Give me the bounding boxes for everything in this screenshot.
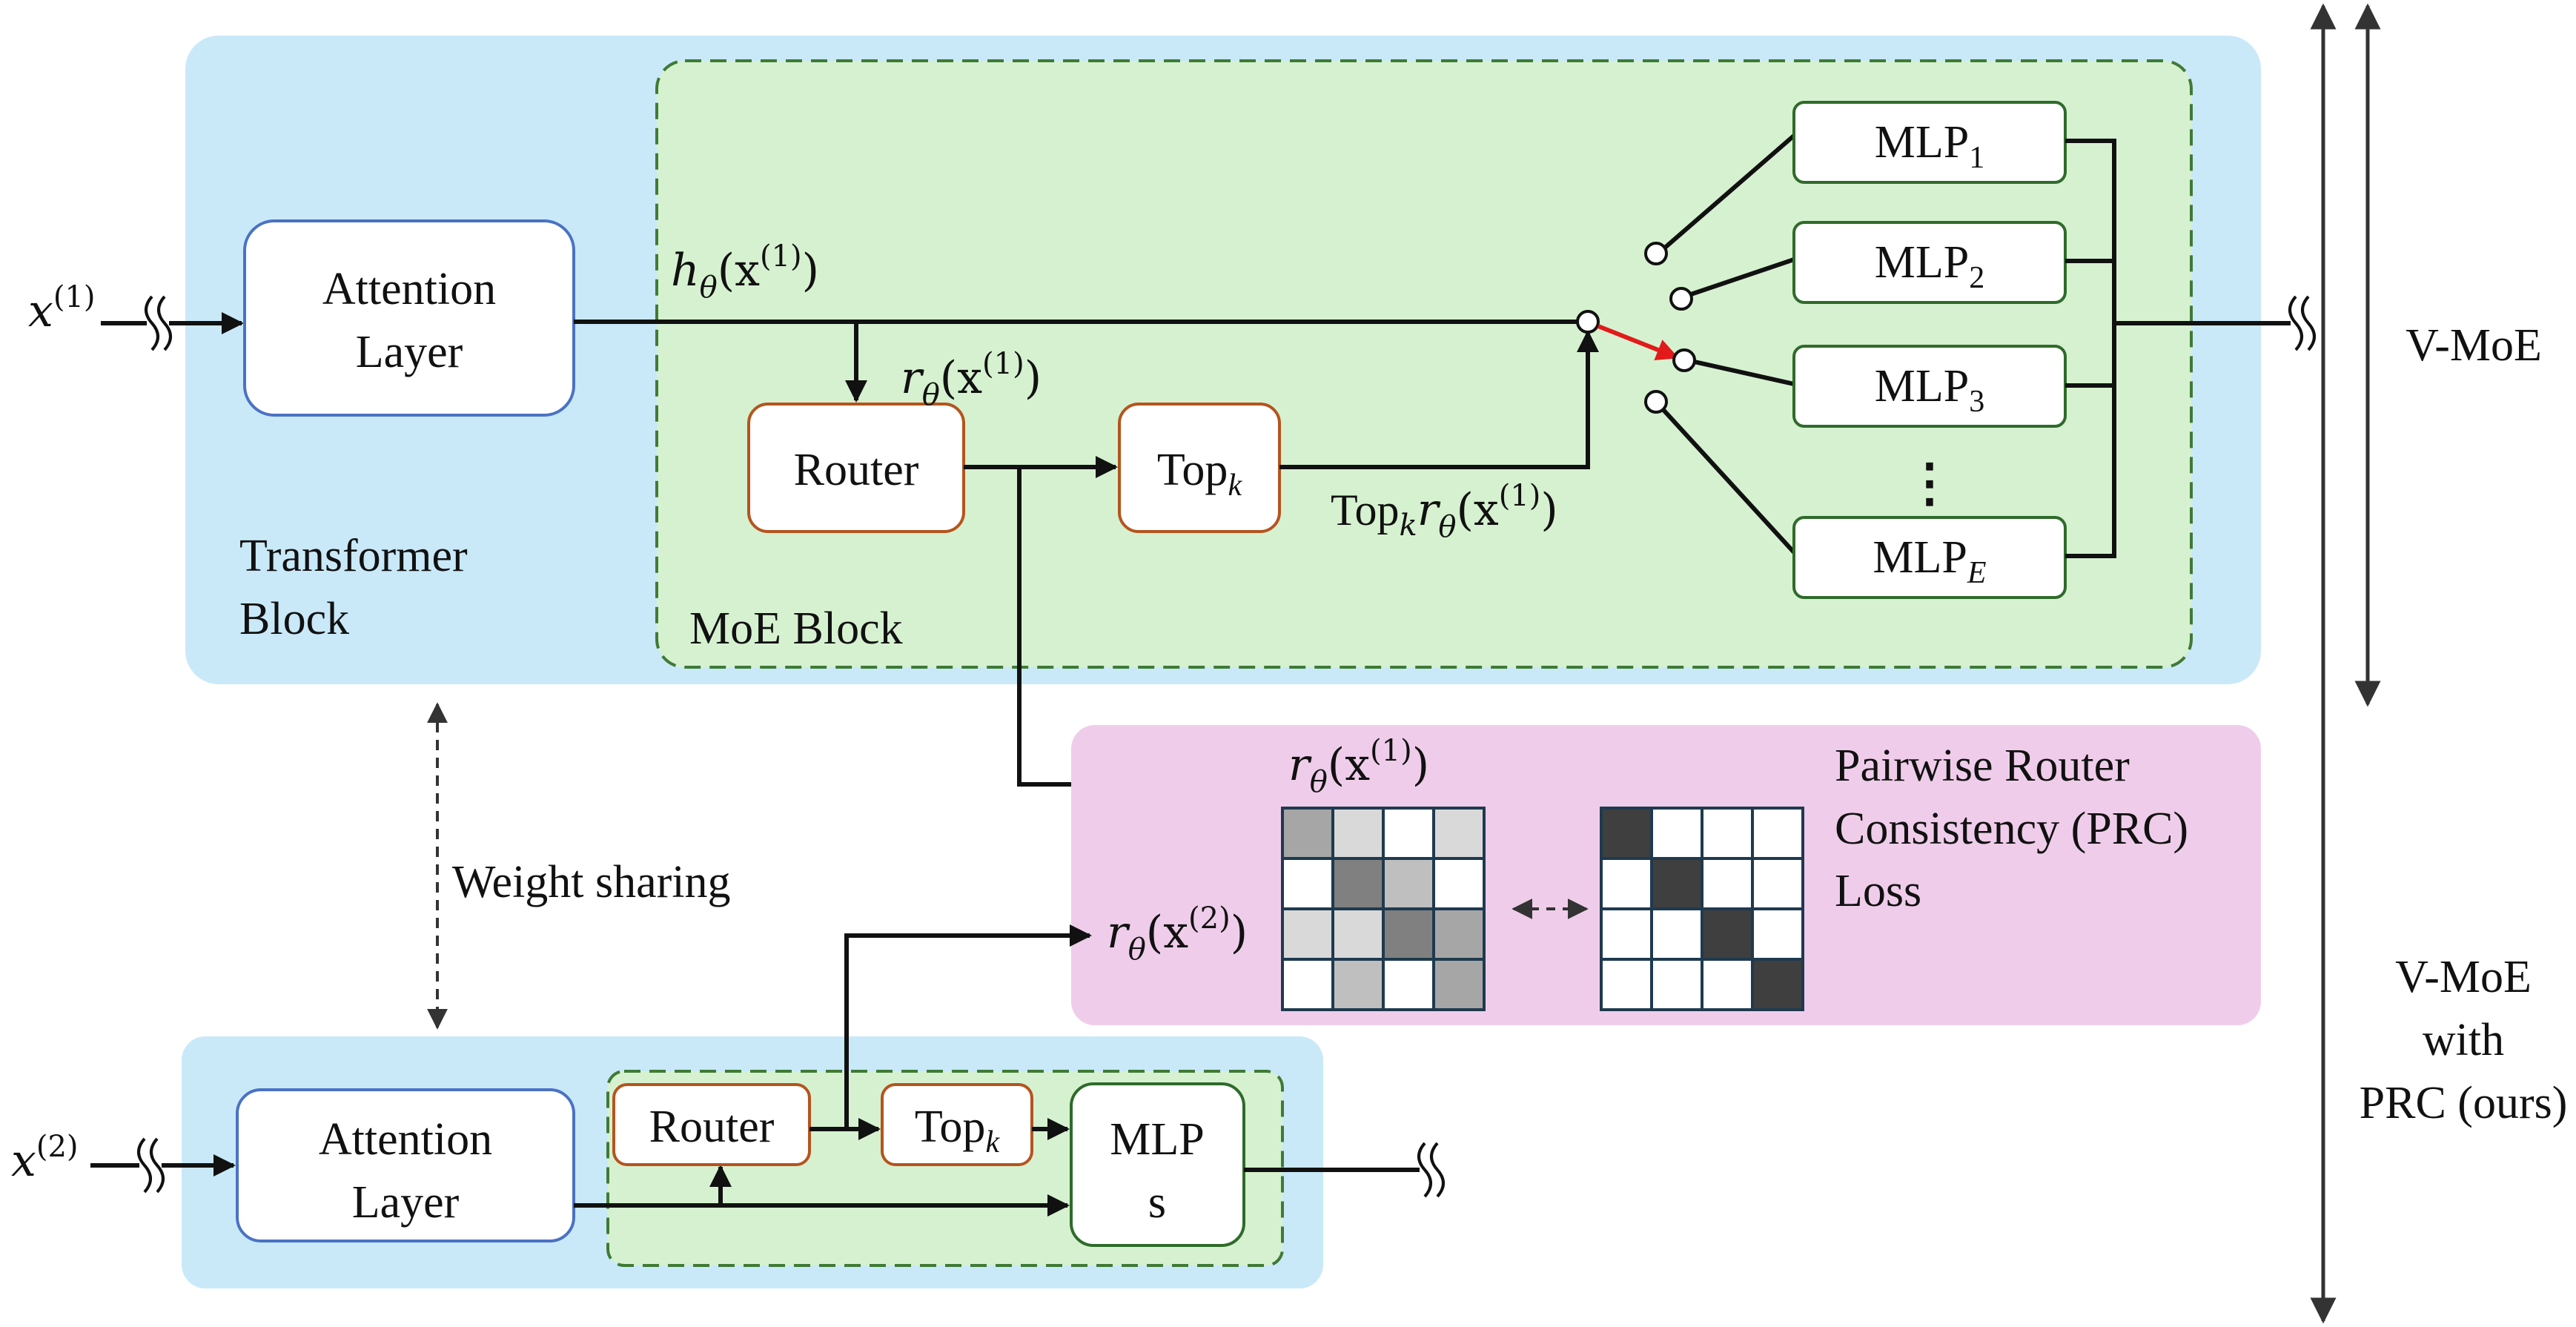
- similarity-cell-2-1: [1331, 907, 1385, 961]
- similarity-cell-2-0: [1281, 907, 1334, 961]
- transformer-block-label-line2: Block: [239, 594, 349, 644]
- vmoe-prc-label-line3: PRC (ours): [2360, 1078, 2568, 1128]
- switch-terminal-1: [1644, 242, 1668, 265]
- switch-terminal-e: [1644, 390, 1668, 414]
- attention-layer-top-line1: Attention: [322, 264, 496, 314]
- attention-layer-bottom-line1: Attention: [319, 1114, 492, 1165]
- vmoe-label: V-MoE: [2406, 320, 2542, 371]
- switch-terminal-2: [1669, 287, 1693, 311]
- target-cell-0-1: [1650, 807, 1703, 860]
- prc-title-line2: Consistency (PRC): [1835, 804, 2188, 854]
- similarity-cell-1-2: [1382, 857, 1435, 910]
- prc-r1-label: rθ(x(1)): [1288, 734, 1429, 799]
- target-cell-2-3: [1751, 907, 1804, 961]
- router-output-label: rθ(x(1)): [901, 347, 1042, 412]
- input-x1: x(1): [28, 280, 96, 337]
- target-cell-3-1: [1650, 958, 1703, 1011]
- target-cell-2-0: [1600, 907, 1653, 961]
- similarity-cell-1-0: [1281, 857, 1334, 910]
- router-bottom-label: Router: [649, 1102, 775, 1152]
- switch-terminal-3: [1672, 348, 1696, 372]
- mlps-bottom-line1: MLP: [1110, 1114, 1204, 1165]
- target-cell-3-3: [1751, 958, 1804, 1011]
- mlps-bottom: [1070, 1082, 1245, 1247]
- vmoe-prc-label-line2: with: [2423, 1015, 2504, 1065]
- similarity-cell-2-2: [1382, 907, 1435, 961]
- break-mark-input-bottom: [137, 1137, 165, 1194]
- mlps-bottom-line2: s: [1148, 1177, 1166, 1228]
- prc-title-line1: Pairwise Router: [1835, 741, 2130, 791]
- router-bottom: [612, 1083, 811, 1166]
- weight-sharing-label: Weight sharing: [452, 857, 731, 907]
- attention-layer-bottom: [236, 1088, 575, 1242]
- selected-route-arrow: [1597, 324, 1679, 360]
- target-cell-0-2: [1701, 807, 1754, 860]
- break-mark-input-top: [145, 295, 172, 351]
- prc-title-line3: Loss: [1835, 866, 1921, 916]
- mlp-expert-3-label: MLP3: [1875, 361, 1984, 419]
- identity-target-matrix: [1600, 807, 1804, 1011]
- similarity-cell-3-0: [1281, 958, 1334, 1011]
- similarity-cell-3-2: [1382, 958, 1435, 1011]
- attention-layer-bottom-line2: Layer: [352, 1177, 460, 1228]
- topk-output-label: Topkrθ(x(1)): [1331, 479, 1558, 544]
- target-cell-1-2: [1701, 857, 1754, 910]
- moe-block-label: MoE Block: [689, 603, 903, 654]
- attention-layer-top: [243, 219, 575, 417]
- router-similarity-matrix: [1281, 807, 1486, 1011]
- mlp-expert-1-label: MLP1: [1875, 117, 1984, 175]
- target-cell-2-1: [1650, 907, 1703, 961]
- similarity-cell-0-3: [1432, 807, 1486, 860]
- moe-block-top: [655, 59, 2193, 669]
- mlp-expert-e-label: MLPE: [1873, 532, 1986, 590]
- target-cell-1-0: [1600, 857, 1653, 910]
- target-cell-2-2: [1701, 907, 1754, 961]
- input-x2: x(2): [11, 1130, 79, 1187]
- mlp-expert-2-label: MLP2: [1875, 237, 1984, 295]
- similarity-cell-3-1: [1331, 958, 1385, 1011]
- similarity-cell-2-3: [1432, 907, 1486, 961]
- similarity-cell-0-1: [1331, 807, 1385, 860]
- vmoe-prc-label-line1: V-MoE: [2395, 952, 2532, 1002]
- similarity-cell-3-3: [1432, 958, 1486, 1011]
- switch-pivot: [1576, 310, 1600, 334]
- target-cell-0-0: [1600, 807, 1653, 860]
- similarity-cell-0-2: [1382, 807, 1435, 860]
- prc-r2-label: rθ(x(2)): [1107, 901, 1248, 967]
- topk-top-label: Topk: [1157, 445, 1243, 503]
- similarity-cell-1-1: [1331, 857, 1385, 910]
- router-top-label: Router: [794, 445, 919, 495]
- topk-bottom: [881, 1083, 1033, 1166]
- expert-ellipsis: ⋮: [1904, 455, 1956, 512]
- target-cell-0-3: [1751, 807, 1804, 860]
- target-cell-3-0: [1600, 958, 1653, 1011]
- hidden-state-label: hθ(x(1)): [671, 239, 819, 305]
- break-mark-output-top: [2288, 295, 2316, 351]
- similarity-cell-0-0: [1281, 807, 1334, 860]
- break-mark-output-bottom: [1417, 1142, 1445, 1198]
- attention-layer-top-line2: Layer: [356, 327, 463, 377]
- target-cell-1-3: [1751, 857, 1804, 910]
- transformer-block-label-line1: Transformer: [239, 531, 468, 581]
- target-cell-3-2: [1701, 958, 1754, 1011]
- target-cell-1-1: [1650, 857, 1703, 910]
- topk-bottom-label: Topk: [915, 1102, 1001, 1159]
- similarity-cell-1-3: [1432, 857, 1486, 910]
